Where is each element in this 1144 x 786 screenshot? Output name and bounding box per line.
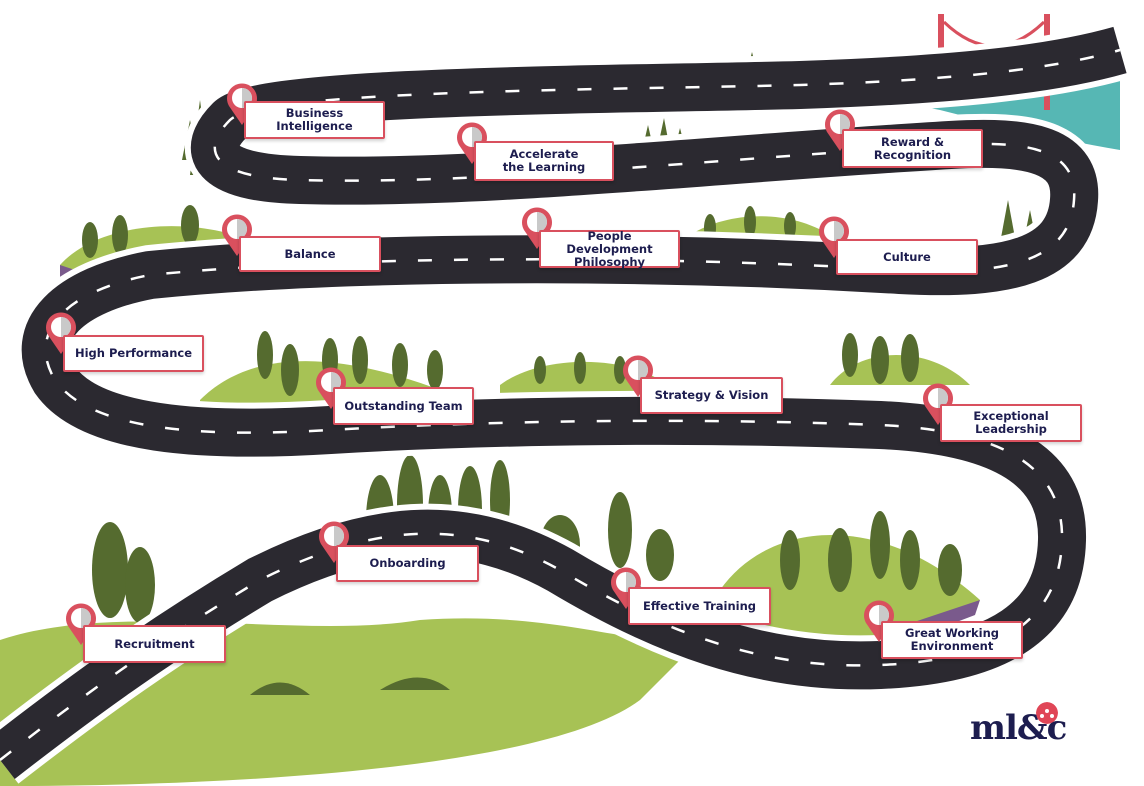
milestone-label: Outstanding Team (333, 387, 474, 425)
logo-mark-icon (1036, 702, 1058, 724)
milestone-label: Exceptional Leadership (940, 404, 1082, 442)
milestone-label: Business Intelligence (244, 101, 385, 139)
milestone-label: Onboarding (336, 545, 479, 582)
milestone-label: Effective Training (628, 587, 771, 625)
map-pin-icon (819, 216, 849, 258)
milestone-label: Culture (836, 239, 978, 275)
milestone-label: Strategy & Vision (640, 377, 783, 414)
milestone-label: Reward & Recognition (842, 129, 983, 168)
map-pin-icon (623, 355, 653, 397)
milestone-label: Recruitment (83, 625, 226, 663)
map-pin-icon (864, 600, 894, 642)
winding-road (0, 21, 1129, 784)
milestone-label: Great Working Environment (881, 621, 1023, 659)
map-pin-icon (222, 214, 252, 256)
map-pin-icon (319, 521, 349, 563)
map-pin-icon (923, 383, 953, 425)
milestone-label: Balance (239, 236, 381, 272)
map-pin-icon (66, 603, 96, 645)
map-pin-icon (825, 109, 855, 151)
milestone-label: High Performance (63, 335, 204, 372)
map-pin-icon (46, 312, 76, 354)
company-logo: ml&c (970, 702, 1067, 748)
map-pin-icon (522, 207, 552, 249)
milestone-label: People Development Philosophy (539, 229, 680, 268)
milestone-label: Accelerate the Learning (474, 141, 614, 181)
